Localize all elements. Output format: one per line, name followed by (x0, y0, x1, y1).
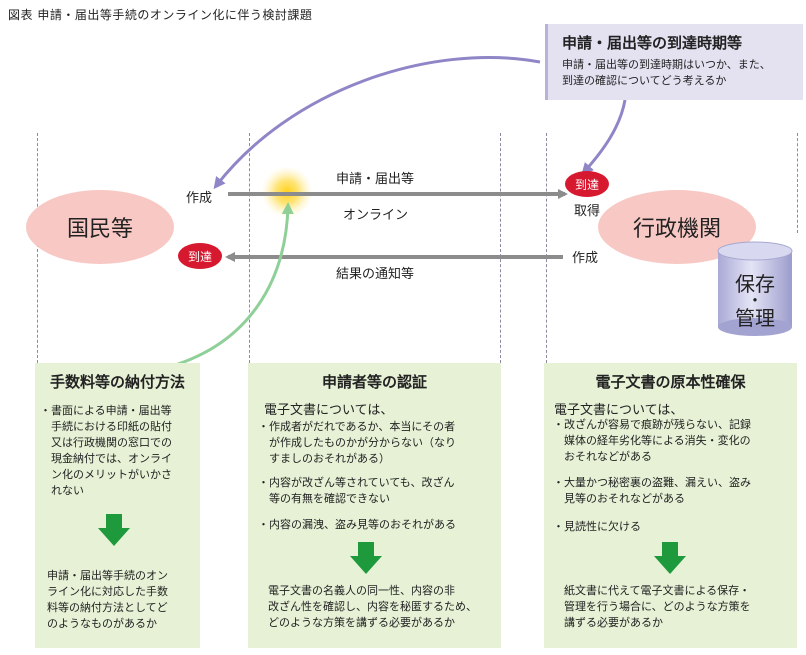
divider-line (500, 133, 501, 363)
panel-conclusion: 電子文書の名義人の同一性、内容の非 改ざん性を確認し、内容を秘匿するため、 どの… (268, 583, 477, 631)
panel-item-line: 改ざんが容易で痕跡が残らない、記録 (564, 418, 751, 431)
arrival-timing-title: 申請・届出等の到達時期等 (562, 34, 743, 52)
panel-item-line: 見等のおそれなどがある (564, 492, 685, 505)
storage-label-line: ・ (746, 291, 763, 310)
panel-title: 手数料等の納付方法 (49, 373, 185, 391)
online-label: オンライン (343, 208, 409, 223)
down-arrow-icon (350, 542, 382, 574)
panel-item: 作成者がだれであるか、本当にその者 が作成したものかが分からない（なり すましの… (258, 419, 456, 467)
divider-line (37, 133, 38, 363)
panel-item-line: すましのおそれがある） (269, 452, 390, 465)
panel-item-line: 見読性に欠ける (564, 520, 641, 533)
panel-item-line: 内容が改ざん等されていても、改ざん (269, 476, 455, 489)
panel-item-line: ン化のメリットがいかさ (51, 468, 172, 481)
figure-caption: 図表 申請・届出等手続のオンライン化に伴う検討課題 (8, 8, 313, 22)
panel-item: 内容が改ざん等されていても、改ざん 等の有無を確認できない (258, 475, 455, 507)
arrival-timing-line: 申請・届出等の到達時期はいつか、また、 (562, 58, 771, 71)
panel-item-line: 又は行政機関の窓口での (51, 436, 172, 449)
panel-conclusion-line: 料等の納付方法としてど (47, 601, 168, 614)
create-label-right: 作成 (572, 251, 599, 266)
panel-payment: 手数料等の納付方法 書面による申請・届出等 手続における印紙の貼付 又は行政機関… (35, 363, 200, 648)
panel-item-line: 書面による申請・届出等 (51, 404, 172, 417)
application-label: 申請・届出等 (336, 172, 415, 187)
panel-item: 大量かつ秘密裏の盗難、漏えい、盗み 見等のおそれなどがある (553, 475, 751, 507)
panel-conclusion-line: ライン化に対応した手数 (47, 585, 168, 598)
panel-conclusion: 紙文書に代えて電子文書による保存・ 管理を行う場合に、どのような方策を 講ずる必… (564, 583, 751, 631)
payment-arrow (171, 202, 294, 368)
acquire-label: 取得 (574, 204, 601, 219)
storage-label-line: 管理 (735, 306, 775, 330)
panel-conclusion-line: 電子文書の名義人の同一性、内容の非 (268, 584, 455, 597)
panel-lead: 電子文書については、 (554, 403, 684, 418)
panel-originality: 電子文書の原本性確保 電子文書については、 改ざんが容易で痕跡が残らない、記録 … (544, 363, 797, 648)
panel-conclusion-line: のようなものがあるか (47, 617, 157, 630)
panel-item-line: 内容の漏洩、盗み見等のおそれがある (269, 518, 456, 531)
storage-label-line: 保存 (735, 272, 775, 296)
panel-item: 内容の漏洩、盗み見等のおそれがある (258, 517, 456, 533)
panel-conclusion-line: 申請・届出等手続のオン (47, 569, 168, 582)
divider-line (249, 133, 250, 363)
arrival-badge-right: 到達 (565, 171, 609, 197)
panel-title: 電子文書の原本性確保 (595, 373, 746, 391)
panel-item-line: 媒体の経年劣化等による消失・変化の (564, 434, 751, 447)
storage-label: 保存 ・ 管理 (717, 272, 793, 330)
panel-item-line: 大量かつ秘密裏の盗難、漏えい、盗み (564, 476, 751, 489)
arrival-timing-arrow-right (581, 99, 627, 175)
panel-item-line: 等の有無を確認できない (269, 492, 390, 505)
panel-conclusion-line: 改ざん性を確認し、内容を秘匿するため、 (268, 600, 477, 613)
panel-item: 改ざんが容易で痕跡が残らない、記録 媒体の経年劣化等による消失・変化の おそれな… (553, 417, 751, 465)
panel-conclusion-line: どのような方策を講ずる必要があるか (268, 616, 455, 629)
panel-item-line: おそれなどがある (564, 450, 652, 463)
panel-item: 見読性に欠ける (553, 519, 641, 535)
panel-item-line: 作成者がだれであるか、本当にその者 (269, 420, 456, 433)
panel-authentication: 申請者等の認証 電子文書については、 作成者がだれであるか、本当にその者 が作成… (248, 363, 501, 648)
storage-cylinder (717, 241, 793, 336)
panel-item-line: 現金納付では、オンライ (51, 452, 172, 465)
panel-item-line: 手続における印紙の貼付 (51, 420, 172, 433)
divider-line (546, 133, 547, 363)
arrival-badge-left: 到達 (178, 243, 222, 269)
notification-label: 結果の通知等 (336, 267, 415, 282)
panel-item: 書面による申請・届出等 手続における印紙の貼付 又は行政機関の窓口での 現金納付… (40, 403, 172, 499)
panel-item-line: が作成したものかが分からない（なり (269, 436, 456, 449)
panel-lead: 電子文書については、 (264, 403, 394, 418)
panel-conclusion-line: 管理を行う場合に、どのような方策を (564, 600, 751, 613)
panel-item-line: れない (51, 484, 84, 497)
down-arrow-icon (98, 514, 130, 546)
arrival-timing-line: 到達の確認についてどう考えるか (562, 74, 727, 87)
panel-conclusion-line: 講ずる必要があるか (564, 616, 663, 629)
arrival-timing-arrow-left (213, 56, 541, 190)
divider-line (797, 133, 798, 233)
panel-conclusion: 申請・届出等手続のオン ライン化に対応した手数 料等の納付方法としてど のような… (47, 568, 168, 632)
create-label-left: 作成 (186, 191, 213, 206)
down-arrow-icon (654, 542, 686, 574)
citizen-node: 国民等 (26, 190, 174, 264)
arrival-timing-box: 申請・届出等の到達時期等 申請・届出等の到達時期はいつか、また、 到達の確認につ… (545, 24, 803, 100)
panel-title: 申請者等の認証 (321, 373, 427, 391)
panel-conclusion-line: 紙文書に代えて電子文書による保存・ (564, 584, 751, 597)
